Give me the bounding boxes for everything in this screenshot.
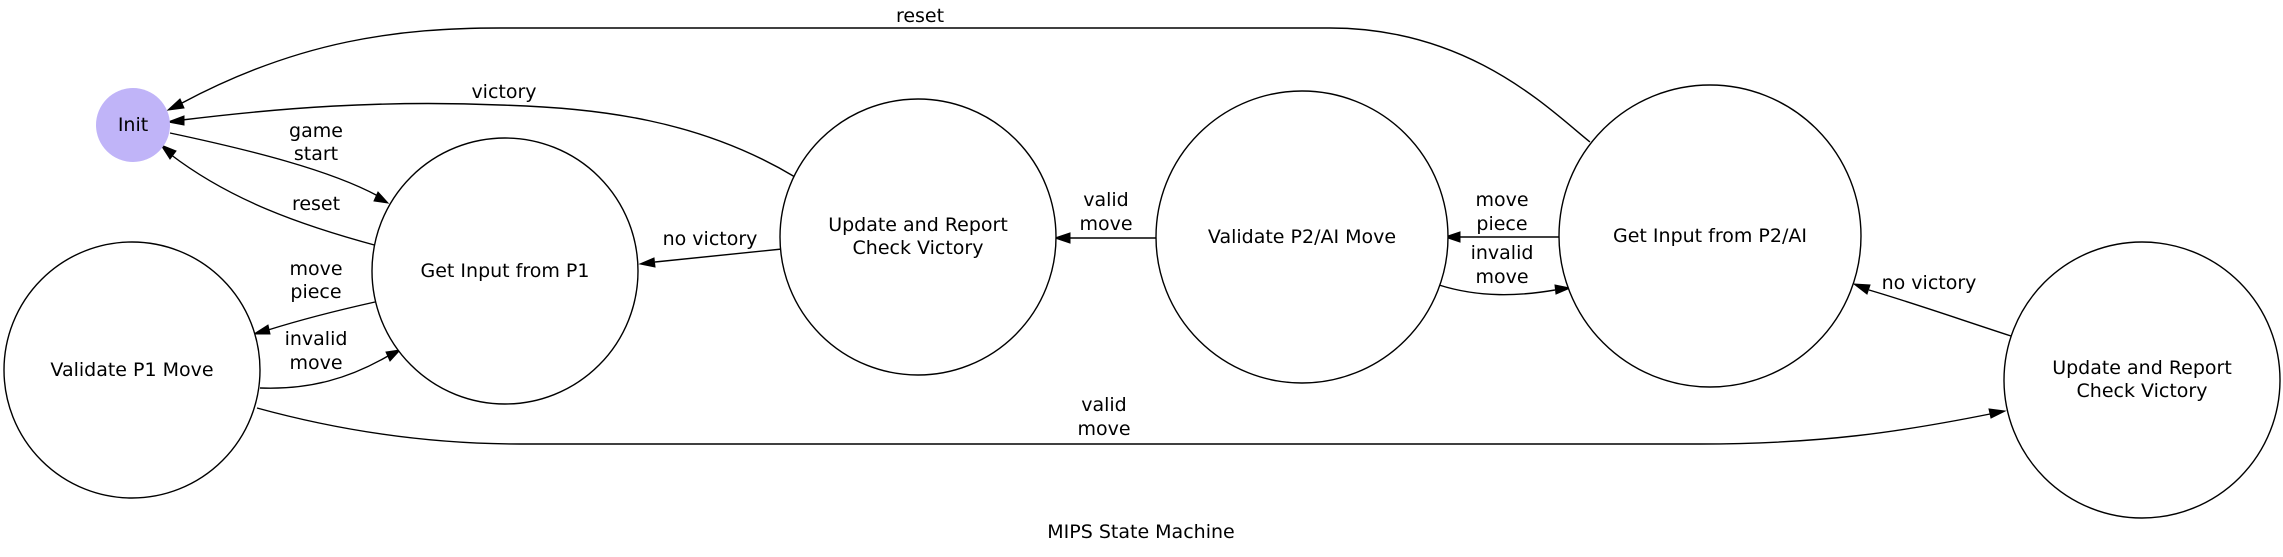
- label-valid-move-p2-line1: valid: [1083, 189, 1129, 211]
- label-no-victory-1: no victory: [663, 228, 758, 250]
- diagram-title: MIPS State Machine: [1047, 521, 1234, 543]
- arrowhead-no-victory-2: [1852, 283, 1871, 295]
- node-validate-p1: Validate P1 Move: [3, 241, 261, 499]
- node-update-report-2-label-line1: Update and Report: [2052, 357, 2232, 379]
- edge-game-start: [169, 132, 379, 197]
- node-get-input-p2: Get Input from P2/AI: [1558, 84, 1862, 388]
- label-game-start-line1: game: [289, 120, 343, 142]
- node-init: Init: [96, 88, 170, 162]
- label-reset-p2: reset: [896, 5, 944, 27]
- label-move-piece-p1-line2: piece: [290, 281, 341, 303]
- label-invalid-move-p1-line2: move: [289, 352, 342, 374]
- arrowhead-move-piece-p2: [1443, 231, 1461, 243]
- node-update-report-2: Update and Report Check Victory: [2003, 241, 2281, 519]
- label-victory: victory: [471, 81, 536, 103]
- node-get-input-p2-label: Get Input from P2/AI: [1613, 225, 1807, 247]
- node-get-input-p1: Get Input from P1: [371, 137, 639, 405]
- edge-no-victory-2: [1868, 289, 2012, 337]
- label-valid-move-p1-line2: move: [1077, 418, 1130, 440]
- node-update-report-1-label-line2: Check Victory: [853, 237, 984, 259]
- label-invalid-move-p1-line1: invalid: [285, 328, 348, 350]
- label-invalid-move-p2-line1: invalid: [1471, 242, 1534, 264]
- node-update-report-1-label-line1: Update and Report: [828, 214, 1008, 236]
- label-valid-move-p1-line1: valid: [1081, 394, 1127, 416]
- edge-victory: [181, 102, 796, 178]
- node-update-report-2-label-line2: Check Victory: [2077, 380, 2208, 402]
- edge-invalid-move-p1: [259, 355, 389, 389]
- edge-reset-p2: [181, 27, 1591, 143]
- label-move-piece-p2-line2: piece: [1476, 213, 1527, 235]
- label-move-piece-p2-line1: move: [1475, 189, 1528, 211]
- node-init-label: Init: [118, 114, 148, 136]
- label-no-victory-2: no victory: [1882, 272, 1977, 294]
- label-game-start-line2: start: [294, 143, 338, 165]
- arrowhead-reset-p1: [159, 143, 177, 160]
- arrowhead-victory: [166, 115, 185, 126]
- edge-reset-p1: [169, 153, 379, 247]
- node-validate-p1-label: Validate P1 Move: [50, 359, 213, 381]
- node-get-input-p1-label: Get Input from P1: [421, 260, 590, 282]
- node-update-report-1: Update and Report Check Victory: [779, 98, 1057, 376]
- arrowhead-game-start: [373, 191, 390, 204]
- arrowhead-move-piece-p1: [252, 324, 271, 335]
- arrowhead-no-victory-1: [638, 257, 656, 268]
- label-invalid-move-p2-line2: move: [1475, 266, 1528, 288]
- arrowhead-invalid-move-p2: [1554, 284, 1572, 295]
- node-validate-p2-label: Validate P2/AI Move: [1208, 226, 1396, 248]
- arrowhead-reset-p2: [166, 98, 185, 111]
- edge-no-victory-1: [654, 248, 783, 263]
- arrowhead-valid-move-p1: [1988, 408, 2007, 419]
- arrowhead-invalid-move-p1: [385, 349, 402, 362]
- edge-valid-move-p1: [256, 407, 1991, 445]
- node-validate-p2: Validate P2/AI Move: [1155, 90, 1449, 384]
- edge-invalid-move-p2: [1438, 284, 1556, 296]
- arrowhead-valid-move-p2: [1053, 232, 1071, 244]
- label-reset-p1: reset: [292, 193, 340, 215]
- label-move-piece-p1-line1: move: [289, 258, 342, 280]
- edge-move-piece-p1: [267, 301, 376, 331]
- label-valid-move-p2-line2: move: [1079, 213, 1132, 235]
